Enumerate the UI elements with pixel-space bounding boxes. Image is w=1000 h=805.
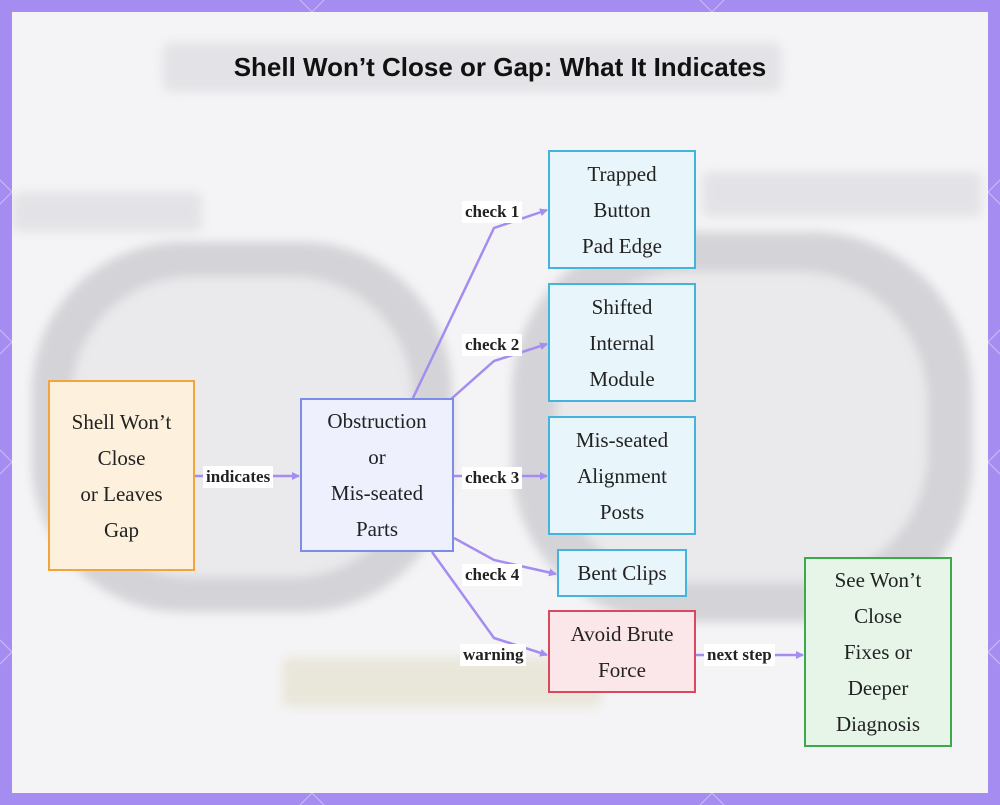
node-check-1-line: Pad Edge xyxy=(582,233,662,258)
node-check-4-line: Bent Clips xyxy=(577,561,667,585)
edge-label-next-step: next step xyxy=(704,644,775,666)
diagram-title: Shell Won’t Close or Gap: What It Indica… xyxy=(233,52,767,82)
node-check-2-line: Module xyxy=(589,366,655,391)
node-check-2-line: Internal xyxy=(589,330,655,355)
node-next-line: Close xyxy=(854,604,902,628)
node-symptom-line: Gap xyxy=(103,517,139,542)
node-symptom-line: or Leaves xyxy=(80,481,163,506)
node-symptom-line: Shell Won’t xyxy=(71,409,172,434)
edge-label-check-4: check 4 xyxy=(462,564,523,586)
node-check-4: Bent Clips xyxy=(557,549,687,597)
edge-check-1 xyxy=(410,208,548,401)
node-check-3-line: Posts xyxy=(599,499,645,524)
node-check-3: Mis-seated Alignment Posts xyxy=(548,416,696,535)
edge-label-indicates: indicates xyxy=(203,466,274,488)
node-cause-line: Obstruction xyxy=(327,409,427,433)
diagram-canvas: Shell Won’t Close or Gap: What It Indica… xyxy=(12,12,988,793)
node-next-line: Deeper xyxy=(847,676,909,700)
node-warning: Avoid Brute Force xyxy=(548,610,696,693)
node-symptom-line: Close xyxy=(97,445,146,470)
node-symptom: Shell Won’t Close or Leaves Gap xyxy=(48,380,195,571)
node-cause-line: or xyxy=(368,445,386,469)
edge-label-warning: warning xyxy=(460,644,527,666)
node-next: See Won’t Close Fixes or Deeper Diagnosi… xyxy=(804,557,952,747)
node-check-3-line: Alignment xyxy=(577,463,667,488)
node-cause: Obstruction or Mis-seated Parts xyxy=(300,398,454,552)
node-check-1-line: Trapped xyxy=(587,161,657,186)
node-warning-line: Force xyxy=(598,657,646,682)
node-check-2-line: Shifted xyxy=(591,294,653,319)
node-cause-line: Parts xyxy=(356,517,398,541)
node-check-3-line: Mis-seated xyxy=(575,427,669,452)
node-next-line: See Won’t xyxy=(834,568,922,592)
node-check-1-line: Button xyxy=(593,197,651,222)
edge-label-check-1: check 1 xyxy=(462,201,523,223)
node-next-line: Fixes or xyxy=(843,640,913,664)
node-warning-line: Avoid Brute xyxy=(570,621,674,646)
edge-label-check-3: check 3 xyxy=(462,467,523,489)
node-check-1: Trapped Button Pad Edge xyxy=(548,150,696,269)
edge-check-2 xyxy=(449,342,548,401)
node-cause-line: Mis-seated xyxy=(330,481,424,505)
edge-check-4 xyxy=(453,536,557,577)
node-next-line: Diagnosis xyxy=(836,712,920,736)
node-check-2: Shifted Internal Module xyxy=(548,283,696,402)
edge-warning xyxy=(430,551,548,657)
edge-label-check-2: check 2 xyxy=(462,334,523,356)
